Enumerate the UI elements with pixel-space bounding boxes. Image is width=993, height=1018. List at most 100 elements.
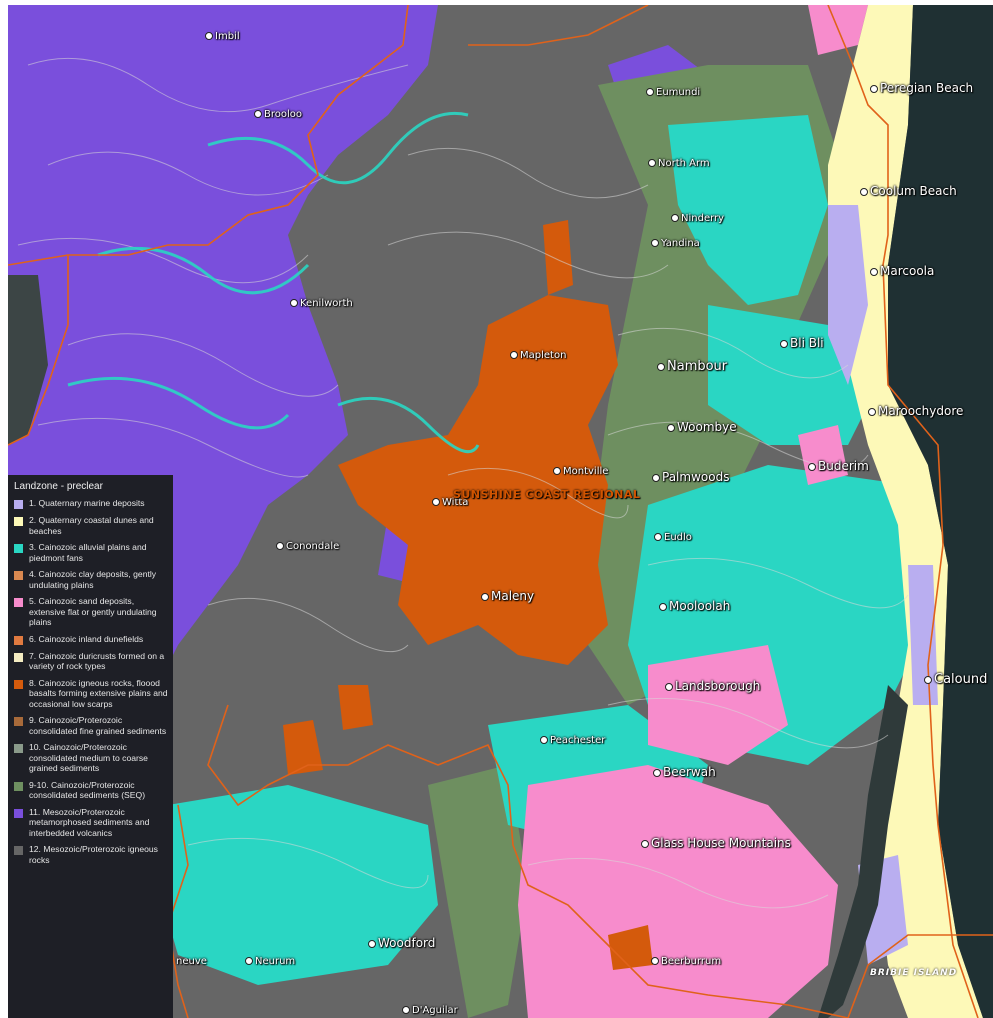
place-name: Landsborough	[675, 679, 761, 693]
place-dot-icon	[860, 187, 868, 196]
place-name: Bli Bli	[790, 336, 824, 350]
legend-swatch	[14, 846, 23, 855]
place-yandina: Yandina	[651, 239, 700, 249]
place-dot-icon	[540, 736, 548, 744]
place-dot-icon	[868, 407, 876, 416]
legend-swatch	[14, 652, 23, 662]
legend-label: 4. Cainozoic clay deposits, gently undul…	[29, 569, 157, 590]
place-name: Montville	[563, 466, 609, 477]
place-maleny: Maleny	[481, 590, 534, 602]
legend-item: 6. Cainozoic inland dunefields	[8, 632, 173, 649]
place-landsborough: Landsborough	[665, 680, 760, 692]
place-peachester: Peachester	[540, 736, 605, 746]
legend-item: 8. Cainozoic igneous rocks, floood basal…	[8, 676, 173, 714]
legend-label: 9-10. Cainozoic/Proterozoic consolidated…	[29, 779, 146, 801]
place-brooloo: Brooloo	[254, 110, 302, 120]
place-name: Nambour	[667, 359, 728, 374]
legend-item: 12. Mesozoic/Proterozoic igneous rocks	[8, 842, 173, 869]
place-name: Imbil	[215, 31, 240, 42]
place-mooloolah: Mooloolah	[659, 600, 730, 612]
place-name: Woombye	[677, 420, 737, 434]
place-name: Maleny	[491, 589, 535, 603]
legend-item: 9. Cainozoic/Proterozoic consolidated fi…	[8, 713, 173, 740]
place-woombye: Woombye	[667, 421, 737, 433]
place-name: Kenilworth	[300, 298, 353, 309]
legend-label: 10. Cainozoic/Proterozoic consolidated m…	[29, 742, 148, 773]
legend-swatch	[14, 598, 23, 607]
legend-label: 8. Cainozoic igneous rocks, floood basal…	[29, 677, 168, 709]
place-dot-icon	[276, 542, 284, 550]
legend-item: 5. Cainozoic sand deposits, extensive fl…	[8, 594, 173, 632]
place-name: Woodford	[378, 936, 436, 950]
place-d-aguilar: D'Aguilar	[402, 1006, 458, 1016]
place-bli-bli: Bli Bli	[780, 337, 824, 349]
place-eumundi: Eumundi	[646, 88, 700, 98]
place-dot-icon	[654, 533, 662, 541]
place-neuve: neuve	[176, 957, 207, 967]
legend-swatch	[14, 500, 23, 509]
legend-label: 3. Cainozoic alluvial plains and piedmon…	[29, 542, 147, 563]
legend-swatch	[14, 679, 23, 689]
place-name: Peregian Beach	[880, 81, 974, 95]
place-dot-icon	[553, 467, 561, 475]
place-dot-icon	[481, 592, 489, 601]
place-dot-icon	[870, 84, 878, 93]
legend-item: 3. Cainozoic alluvial plains and piedmon…	[8, 540, 173, 567]
place-eudlo: Eudlo	[654, 533, 692, 543]
legend-swatch	[14, 544, 23, 553]
place-name: Eumundi	[656, 87, 701, 98]
place-dot-icon	[671, 214, 679, 222]
place-montville: Montville	[553, 467, 608, 477]
place-woodford: Woodford	[368, 937, 435, 949]
place-name: Eudlo	[664, 532, 692, 543]
place-name: Coolum Beach	[870, 184, 957, 198]
place-dot-icon	[641, 839, 649, 848]
place-dot-icon	[648, 159, 656, 167]
place-dot-icon	[780, 339, 788, 348]
place-name: Buderim	[818, 459, 869, 473]
legend-swatch	[14, 635, 23, 645]
place-dot-icon	[651, 957, 659, 965]
place-name: Neurum	[255, 956, 296, 967]
legend-label: 9. Cainozoic/Proterozoic consolidated fi…	[29, 715, 167, 736]
place-ninderry: Ninderry	[671, 214, 724, 224]
place-dot-icon	[651, 239, 659, 247]
place-coolum-beach: Coolum Beach	[860, 185, 957, 197]
place-kenilworth: Kenilworth	[290, 299, 353, 309]
place-name: D'Aguilar	[412, 1005, 458, 1016]
place-name: Beerwah	[663, 765, 716, 779]
place-dot-icon	[432, 498, 440, 506]
place-name: Glass House Mountains	[651, 836, 791, 850]
place-name: Witta	[442, 497, 469, 508]
place-dot-icon	[402, 1006, 410, 1014]
legend-item: 7. Cainozoic duricrusts formed on a vari…	[8, 649, 173, 676]
place-dot-icon	[665, 682, 673, 691]
legend-label: 1. Quaternary marine deposits	[29, 498, 145, 508]
place-name: Palmwoods	[662, 470, 730, 484]
place-dot-icon	[667, 423, 675, 432]
place-dot-icon	[659, 602, 667, 611]
place-mapleton: Mapleton	[510, 351, 566, 361]
place-palmwoods: Palmwoods	[652, 471, 729, 483]
place-dot-icon	[808, 462, 816, 471]
place-dot-icon	[368, 939, 376, 948]
place-conondale: Conondale	[276, 542, 339, 552]
place-name: Maroochydore	[878, 404, 964, 418]
place-dot-icon	[653, 768, 661, 777]
legend-swatch	[14, 744, 23, 753]
place-beerburrum: Beerburrum	[651, 957, 721, 967]
legend-label: 7. Cainozoic duricrusts formed on a vari…	[29, 650, 165, 672]
legend-item: 4. Cainozoic clay deposits, gently undul…	[8, 567, 173, 594]
place-name: Brooloo	[264, 109, 303, 120]
legend-item: 11. Mesozoic/Proterozoic metamorphosed s…	[8, 805, 173, 843]
region-label: SUNSHINE COAST REGIONAL	[453, 488, 641, 501]
place-dot-icon	[290, 299, 298, 307]
legend-swatch	[14, 717, 23, 726]
place-name: neuve	[176, 956, 207, 967]
legend-panel: Landzone - preclear 1. Quaternary marine…	[8, 475, 173, 1018]
place-name: Conondale	[286, 541, 340, 552]
place-buderim: Buderim	[808, 460, 869, 472]
place-name: North Arm	[658, 158, 710, 169]
legend-label: 12. Mesozoic/Proterozoic igneous rocks	[29, 844, 158, 865]
